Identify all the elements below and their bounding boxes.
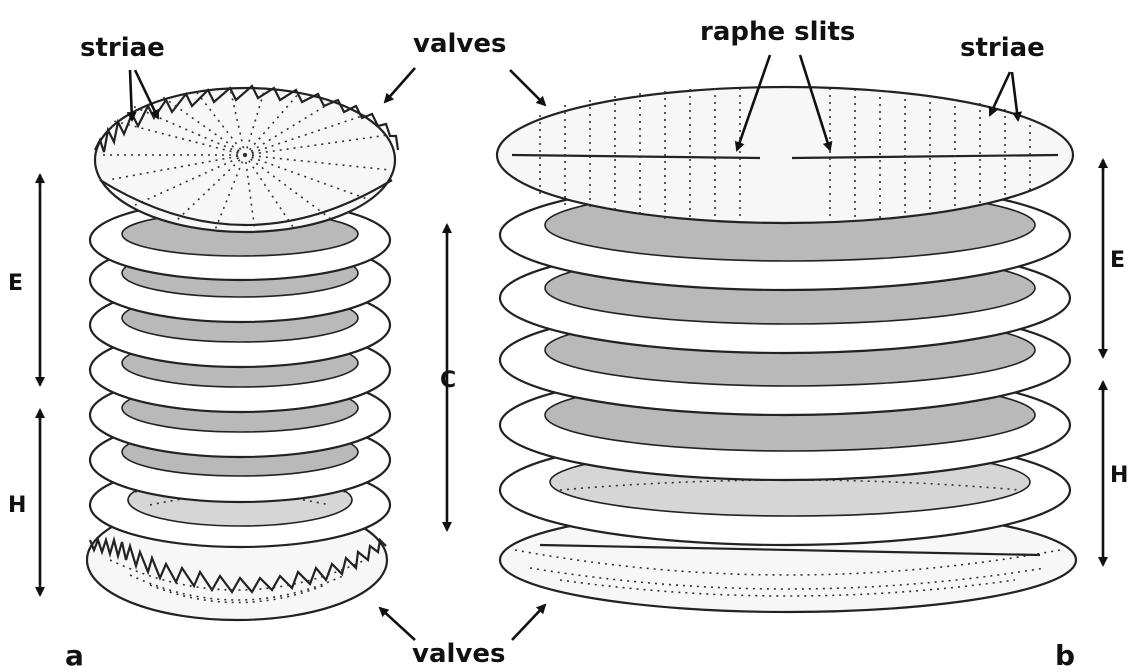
- girdle-bands-right: [500, 180, 1070, 545]
- girdle-bands-left: [90, 200, 390, 547]
- label-panel-b: b: [1055, 639, 1075, 671]
- label-raphe-slits: raphe slits: [700, 17, 855, 47]
- label-H-right: H: [1110, 463, 1128, 488]
- label-valves-top: valves: [413, 29, 506, 59]
- label-panel-a: a: [65, 639, 84, 671]
- label-E-left: E: [8, 271, 23, 296]
- label-striae-right: striae: [960, 33, 1045, 63]
- pennate-diatom-frustule: [497, 87, 1076, 612]
- label-H-left: H: [8, 493, 26, 518]
- centric-diatom-frustule: [87, 86, 398, 620]
- top-valve-left: [95, 86, 398, 232]
- label-striae-left: striae: [80, 33, 165, 63]
- top-valve-right: [497, 87, 1073, 223]
- label-C-center: C: [440, 368, 456, 393]
- label-valves-bottom: valves: [412, 639, 505, 669]
- label-E-right: E: [1110, 248, 1125, 273]
